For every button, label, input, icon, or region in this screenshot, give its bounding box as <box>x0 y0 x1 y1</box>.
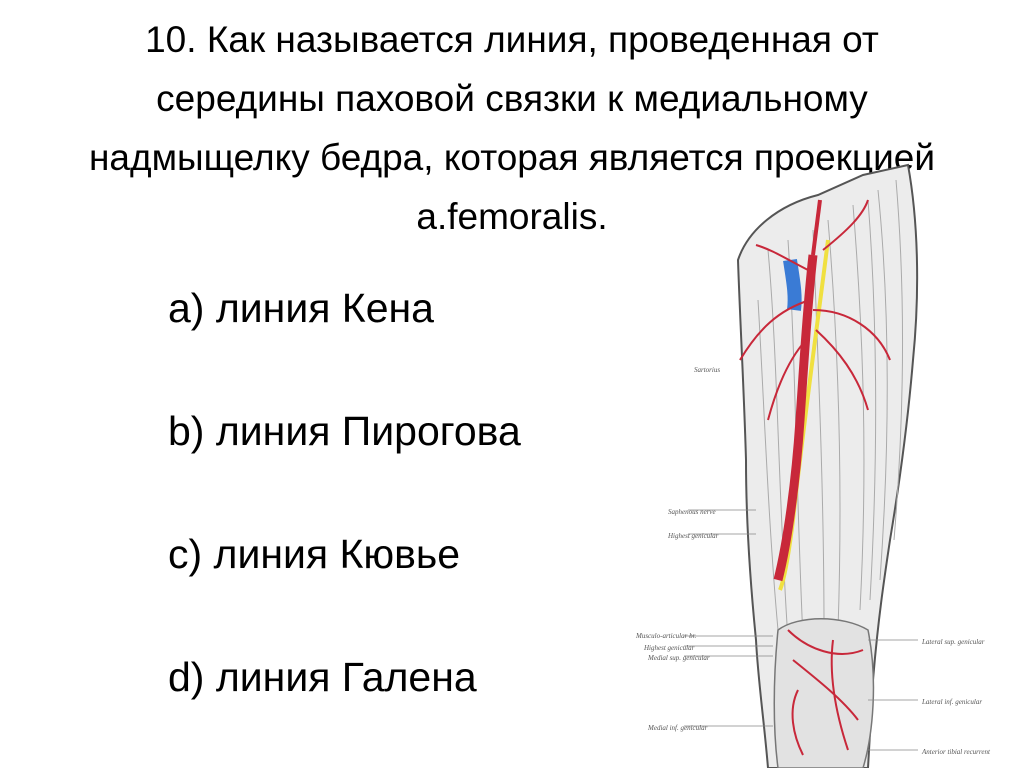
svg-text:Medial sup. genicular: Medial sup. genicular <box>647 654 710 662</box>
svg-text:Medial inf. genicular: Medial inf. genicular <box>647 724 708 732</box>
svg-text:Musculo-articular br.: Musculo-articular br. <box>635 632 697 640</box>
answer-option-c: c) линия Кювье <box>168 531 461 577</box>
svg-text:Lateral inf. genicular: Lateral inf. genicular <box>921 698 982 706</box>
answer-option-a: a) линия Кена <box>168 285 434 331</box>
thigh-anatomy-illustration: Sartorius Saphenous nerve Highest genicu… <box>628 160 1024 768</box>
answer-option-b: b) линия Пирогова <box>168 408 521 454</box>
svg-text:Saphenous nerve: Saphenous nerve <box>668 508 716 516</box>
svg-text:Highest genicular: Highest genicular <box>643 644 695 652</box>
svg-text:Lateral sup. genicular: Lateral sup. genicular <box>921 638 985 646</box>
svg-text:Highest genicular: Highest genicular <box>667 532 719 540</box>
answer-list: a) линия Кена b) линия Пирогова c) линия… <box>168 278 608 770</box>
question-text: 10. Как называется линия, проведенная от… <box>89 19 935 237</box>
answer-option-d: d) линия Галена <box>168 654 477 700</box>
svg-text:Sartorius: Sartorius <box>694 366 720 374</box>
thigh-anatomy-icon: Sartorius Saphenous nerve Highest genicu… <box>635 163 991 768</box>
svg-text:Anterior tibial recurrent: Anterior tibial recurrent <box>921 748 991 756</box>
